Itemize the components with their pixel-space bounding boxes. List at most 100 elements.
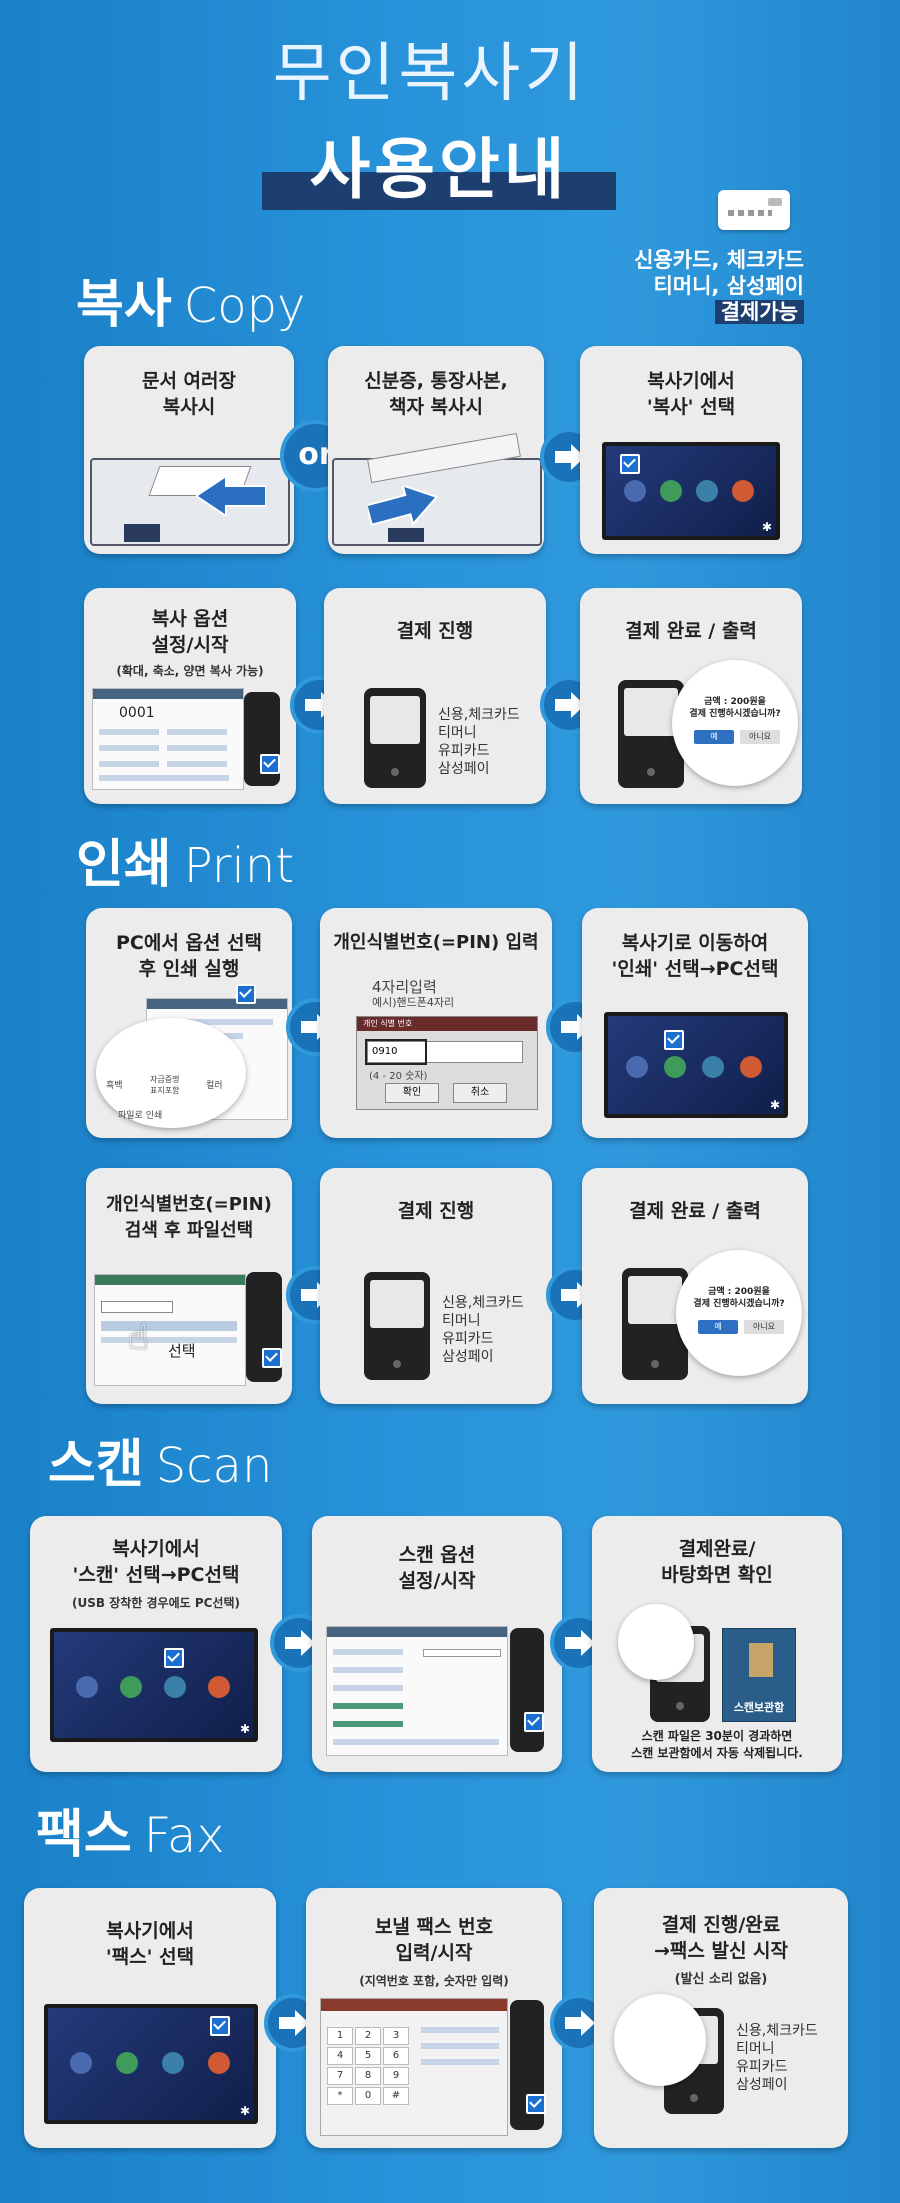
key-8[interactable]: 8 [355,2067,381,2085]
payment-confirm-dialog [614,1994,706,2086]
key-4[interactable]: 4 [327,2047,353,2065]
print-step4-title: 개인식별번호(=PIN) 검색 후 파일선택 [106,1194,272,1241]
copy-count: 0001 [119,705,155,721]
scan-app-icon [164,1676,186,1698]
folder-icon [749,1643,773,1677]
scan-step3-card: 결제완료/ 바탕화면 확인 스캔보관함 스캔 파일은 30분이 경과하면 스캔 … [592,1516,842,1772]
option-cover[interactable]: 자금증명 표지포함 [150,1075,180,1095]
key-7[interactable]: 7 [327,2067,353,2085]
cancel-button[interactable]: 취소 [453,1083,507,1103]
scan-step2-title: 스캔 옵션 설정/시작 [398,1544,476,1592]
fax-app-icon [740,1056,762,1078]
fax-step1-title: 복사기에서 '팩스' 선택 [105,1920,195,1968]
print-step1-title: PC에서 옵션 선택 후 인쇄 실행 [116,932,262,980]
file-list-panel [94,1274,246,1386]
select-label: 선택 [168,1342,196,1360]
copy-step2-card: 신분증, 통장사본, 책자 복사시 [328,346,544,554]
copy-step1-card: 문서 여러장 복사시 [84,346,294,554]
desktop-thumbnail: 스캔보관함 [722,1628,796,1722]
copy-step3-card: 복사기에서 '복사' 선택 ✱ [580,346,802,554]
key-star[interactable]: * [327,2087,353,2105]
option-color[interactable]: 컬러 [206,1081,223,1091]
selected-check-icon [236,984,256,1004]
pin-hint1: 4자리입력 [372,978,437,996]
key-6[interactable]: 6 [383,2047,409,2065]
copy-app-icon [626,1056,648,1078]
print-to-file-checkbox[interactable]: 파일로 인쇄 [118,1111,163,1121]
ok-button[interactable]: 확인 [385,1083,439,1103]
payment-line2: 티머니, 삼성페이 [653,274,804,298]
title-line1: 무인복사기 [272,37,588,111]
fax-step3-title: 결제 진행/완료 →팩스 발신 시작 [653,1914,789,1962]
fax-step1-card: 복사기에서 '팩스' 선택 ✱ [24,1888,276,2148]
fax-step2-subtitle: (지역번호 포함, 숫자만 입력) [359,1974,509,1988]
key-0[interactable]: 0 [355,2087,381,2105]
insert-arrow-icon [368,486,438,526]
pin-dialog-title: 개인 식별 번호 [357,1017,537,1031]
confirm-message: 금액 : 200원을 결제 진행하시겠습니까? [689,697,781,719]
pin-dialog: 개인 식별 번호 0910 (4 - 20 숫자) 확인 취소 [356,1016,538,1110]
scan-step1-title: 복사기에서 '스캔' 선택→PC선택 [72,1538,240,1586]
copy-step5-title: 결제 진행 [396,620,474,642]
copy-step4-subtitle: (확대, 축소, 양면 복사 가능) [116,664,264,678]
key-2[interactable]: 2 [355,2027,381,2045]
payment-line3: 결제가능 [714,296,804,326]
payment-methods-list: 신용,체크카드 티머니 유피카드 삼성페이 [736,2023,818,2093]
option-mono[interactable]: 흑백 [106,1081,123,1091]
pin-range: (4 - 20 숫자) [369,1071,428,1082]
fax-step3-subtitle: (발신 소리 없음) [674,1972,768,1987]
print-step3-title: 복사기로 이동하여 '인쇄' 선택→PC선택 [611,932,779,980]
key-9[interactable]: 9 [383,2067,409,2085]
copier-home-screen: ✱ [44,2004,258,2124]
selected-check-icon [164,1648,184,1668]
payment-terminal [364,688,426,788]
print-app-icon [664,1056,686,1078]
print-step5-title: 결제 진행 [397,1200,475,1222]
printer-illustration [332,458,542,546]
yes-button[interactable]: 예 [698,1320,738,1334]
start-check-icon [260,754,280,774]
yes-button[interactable]: 예 [694,730,734,744]
title-line2: 사용안내 [309,131,569,208]
confirm-message: 금액 : 200원을 결제 진행하시겠습니까? [693,1287,785,1309]
payment-methods-list: 신용,체크카드 티머니 유피카드 삼성페이 [438,707,520,777]
fax-app-icon [208,1676,230,1698]
pin-search-field[interactable] [101,1301,173,1313]
key-1[interactable]: 1 [327,2027,353,2045]
print-step3-card: 복사기로 이동하여 '인쇄' 선택→PC선택 ✱ [582,908,808,1138]
fax-number-keypad: 1 2 3 4 5 6 7 8 9 * 0 # [320,1998,508,2136]
scan-step1-card: 복사기에서 '스캔' 선택→PC선택 (USB 장착한 경우에도 PC선택) ✱ [30,1516,282,1772]
fax-app-icon [732,480,754,502]
title-underline [262,172,616,210]
scan-step1-subtitle: (USB 장착한 경우에도 PC선택) [72,1596,240,1610]
copy-app-icon [624,480,646,502]
key-5[interactable]: 5 [355,2047,381,2065]
copy-step4-title: 복사 옵션 설정/시작 [151,608,229,656]
scan-app-icon [696,480,718,502]
gear-icon: ✱ [761,520,772,534]
selected-check-icon [664,1030,684,1050]
key-3[interactable]: 3 [383,2027,409,2045]
card-reader-icon [718,190,790,230]
pin-input[interactable]: 0910 [367,1041,523,1063]
payment-methods-list: 신용,체크카드 티머니 유피카드 삼성페이 [442,1295,524,1365]
file-row[interactable] [101,1321,237,1331]
gear-icon: ✱ [769,1098,780,1112]
copy-step1-title: 문서 여러장 복사시 [141,370,236,418]
print-step6-card: 결제 완료 / 출력 금액 : 200원을 결제 진행하시겠습니까? 예 아니요 [582,1168,808,1404]
copier-side-terminal [510,1628,544,1752]
copy-step4-card: 복사 옵션 설정/시작 (확대, 축소, 양면 복사 가능) 0001 [84,588,296,804]
insert-arrow-icon [196,476,266,516]
copy-step2-title: 신분증, 통장사본, 책자 복사시 [364,370,508,418]
key-hash[interactable]: # [383,2087,409,2105]
gear-icon: ✱ [239,1722,250,1736]
no-button[interactable]: 아니요 [740,730,780,744]
scan-app-icon [702,1056,724,1078]
fax-step3-card: 결제 진행/완료 →팩스 발신 시작 (발신 소리 없음) 신용,체크카드 티머… [594,1888,848,2148]
print-step2-title: 개인식별번호(=PIN) 입력 [333,932,539,953]
copy-step6-card: 결제 완료 / 출력 금액 : 200원을 결제 진행하시겠습니까? 예 아니요 [580,588,802,804]
no-button[interactable]: 아니요 [744,1320,784,1334]
start-check-icon [262,1348,282,1368]
